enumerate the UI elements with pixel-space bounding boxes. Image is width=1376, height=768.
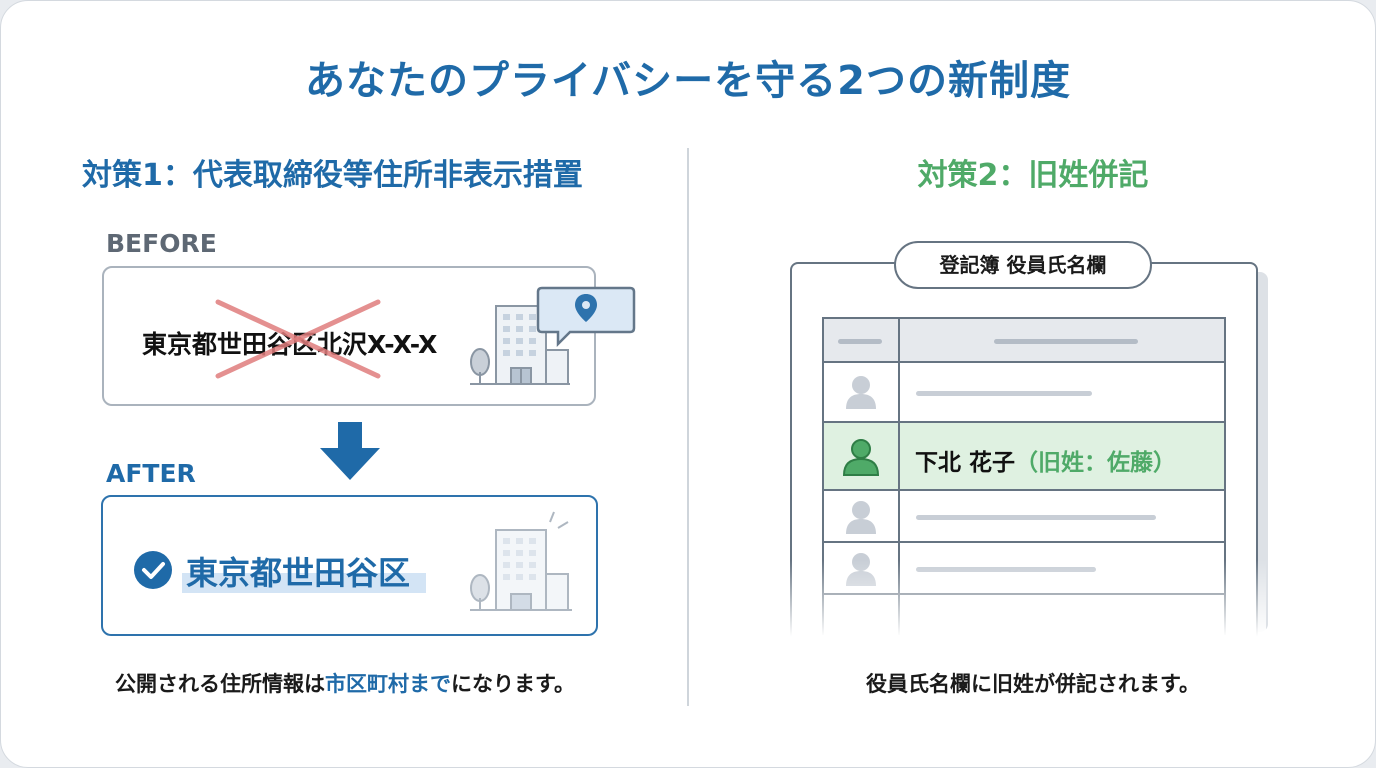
person-name: 下北 花子 — [915, 450, 1016, 476]
location-pin-icon — [536, 286, 636, 348]
officer-name: 下北 花子（旧姓：佐藤） — [915, 443, 1176, 477]
register-fade — [786, 560, 1266, 650]
check-circle-icon — [134, 551, 172, 589]
page-title: あなたのプライバシーを守る2つの新制度 — [304, 58, 1072, 104]
table-row — [822, 363, 1226, 423]
person-icon — [842, 439, 880, 476]
table-header-row — [822, 317, 1226, 363]
measure2-heading: 対策2：旧姓併記 — [917, 158, 1149, 193]
cross-mark-icon — [215, 299, 381, 379]
measure2-caption: 役員氏名欄に旧姓が併記されます。 — [866, 672, 1200, 696]
caption-text: 公開される住所情報は — [115, 672, 326, 696]
person-icon — [846, 376, 876, 409]
measure1-heading: 対策1：代表取締役等住所非表示措置 — [82, 158, 583, 193]
section-divider — [687, 148, 689, 706]
building-icon — [470, 305, 570, 385]
table-row — [822, 491, 1226, 543]
building-icon — [470, 511, 572, 611]
down-arrow-icon — [320, 422, 380, 480]
register-label: 登記簿 役員氏名欄 — [894, 241, 1152, 289]
after-label: AFTER — [106, 459, 196, 488]
person-icon — [846, 501, 876, 534]
caption-highlight: 市区町村まで — [325, 672, 452, 696]
caption-text-end: になります。 — [451, 672, 575, 696]
after-address: 東京都世田谷区 — [186, 554, 411, 592]
highlighted-table-row — [822, 423, 1226, 491]
before-label: BEFORE — [106, 229, 217, 258]
address-highlight — [182, 573, 426, 593]
measure1-caption: 公開される住所情報は市区町村までになります。 — [0, 668, 690, 698]
old-surname: （旧姓：佐藤） — [1015, 450, 1177, 476]
